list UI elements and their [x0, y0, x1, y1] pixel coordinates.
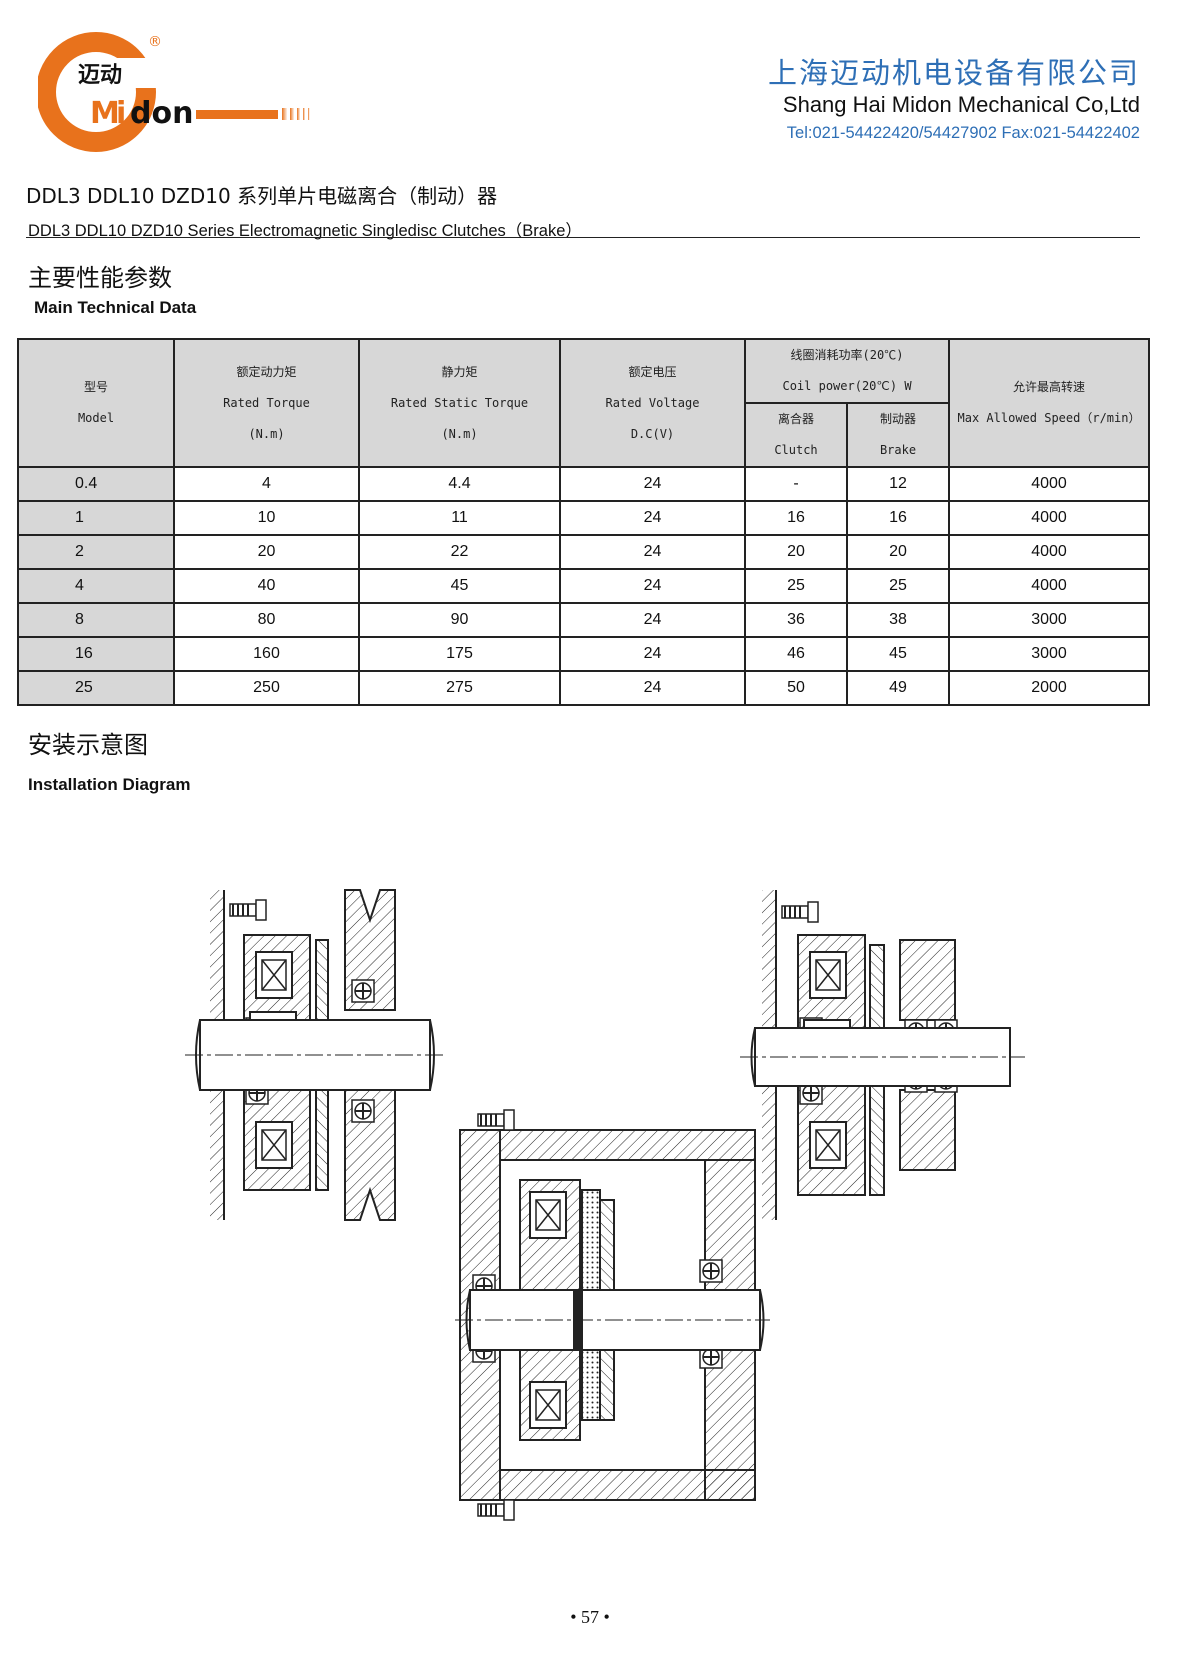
- header-brake: 制动器 Brake: [845, 402, 951, 468]
- diagram-brake: [740, 890, 1025, 1220]
- cell-torque: 160: [173, 636, 360, 672]
- cell-brake: 45: [845, 636, 951, 672]
- cell-static: 22: [358, 534, 561, 570]
- svg-text:迈动: 迈动: [78, 63, 122, 88]
- cell-clutch: -: [744, 466, 848, 502]
- svg-text:don: don: [130, 96, 193, 131]
- installation-diagrams: [185, 889, 1025, 1521]
- cell-clutch: 50: [744, 670, 848, 706]
- diagram-clutch-in-housing: [455, 1109, 770, 1521]
- cell-clutch: 36: [744, 602, 848, 638]
- cell-speed: 4000: [948, 500, 1150, 536]
- cell-torque: 80: [173, 602, 360, 638]
- document-title-cn: DDL3 DDL10 DZD10 系列单片电磁离合（制动）器: [26, 184, 498, 208]
- cell-voltage: 24: [559, 466, 746, 502]
- cell-voltage: 24: [559, 568, 746, 604]
- header-rated-torque: 额定动力矩 Rated Torque (N.m): [173, 338, 360, 468]
- header-rated-voltage: 额定电压 Rated Voltage D.C(V): [559, 338, 746, 468]
- cell-static: 90: [358, 602, 561, 638]
- svg-text:®: ®: [148, 34, 162, 50]
- cell-speed: 4000: [948, 534, 1150, 570]
- cell-model: 4: [17, 568, 175, 604]
- cell-brake: 49: [845, 670, 951, 706]
- cell-torque: 40: [173, 568, 360, 604]
- header-static-torque: 静力矩 Rated Static Torque (N.m): [358, 338, 561, 468]
- diagram-clutch-with-pulley: [185, 889, 445, 1221]
- cell-brake: 12: [845, 466, 951, 502]
- cell-model: 16: [17, 636, 175, 672]
- cell-speed: 3000: [948, 636, 1150, 672]
- section-heading-install-en: Installation Diagram: [28, 775, 191, 794]
- cell-torque: 4: [173, 466, 360, 502]
- midon-logo: 迈动 M i don ®: [38, 32, 310, 152]
- cell-voltage: 24: [559, 670, 746, 706]
- svg-text:i: i: [116, 96, 126, 131]
- cell-speed: 2000: [948, 670, 1150, 706]
- cell-torque: 20: [173, 534, 360, 570]
- cell-model: 0.4: [17, 466, 175, 502]
- cell-speed: 4000: [948, 466, 1150, 502]
- header-clutch: 离合器 Clutch: [744, 402, 848, 468]
- company-name-cn: 上海迈动机电设备有限公司: [767, 56, 1140, 90]
- cell-static: 11: [358, 500, 561, 536]
- section-heading-tech-en: Main Technical Data: [34, 298, 197, 317]
- company-name-en: Shang Hai Midon Mechanical Co,Ltd: [782, 92, 1140, 117]
- cell-static: 45: [358, 568, 561, 604]
- cell-clutch: 20: [744, 534, 848, 570]
- cell-static: 4.4: [358, 466, 561, 502]
- technical-data-table: 型号 Model 额定动力矩 Rated Torque (N.m) 静力矩 Ra…: [17, 338, 1150, 706]
- section-heading-install-cn: 安装示意图: [28, 731, 148, 759]
- cell-model: 1: [17, 500, 175, 536]
- cell-torque: 10: [173, 500, 360, 536]
- cell-static: 275: [358, 670, 561, 706]
- cell-brake: 38: [845, 602, 951, 638]
- cell-voltage: 24: [559, 636, 746, 672]
- cell-voltage: 24: [559, 602, 746, 638]
- cell-clutch: 16: [744, 500, 848, 536]
- document-title-en: DDL3 DDL10 DZD10 Series Electromagnetic …: [28, 222, 582, 240]
- cell-speed: 3000: [948, 602, 1150, 638]
- cell-model: 8: [17, 602, 175, 638]
- header-model: 型号 Model: [17, 338, 175, 468]
- page-number: • 57 •: [570, 1607, 610, 1627]
- cell-brake: 16: [845, 500, 951, 536]
- section-heading-tech-cn: 主要性能参数: [28, 264, 172, 292]
- cell-speed: 4000: [948, 568, 1150, 604]
- cell-voltage: 24: [559, 534, 746, 570]
- cell-brake: 20: [845, 534, 951, 570]
- cell-model: 25: [17, 670, 175, 706]
- cell-voltage: 24: [559, 500, 746, 536]
- cell-static: 175: [358, 636, 561, 672]
- title-divider: [26, 237, 1140, 238]
- header-max-speed: 允许最高转速 Max Allowed Speed（r/min）: [948, 338, 1150, 468]
- cell-clutch: 46: [744, 636, 848, 672]
- cell-brake: 25: [845, 568, 951, 604]
- cell-torque: 250: [173, 670, 360, 706]
- cell-clutch: 25: [744, 568, 848, 604]
- svg-text:M: M: [90, 96, 120, 131]
- cell-model: 2: [17, 534, 175, 570]
- company-contact: Tel:021-54422420/54427902 Fax:021-544224…: [786, 124, 1140, 142]
- header-coil-power: 线圈消耗功率(20℃) Coil power(20℃) W: [743, 338, 951, 404]
